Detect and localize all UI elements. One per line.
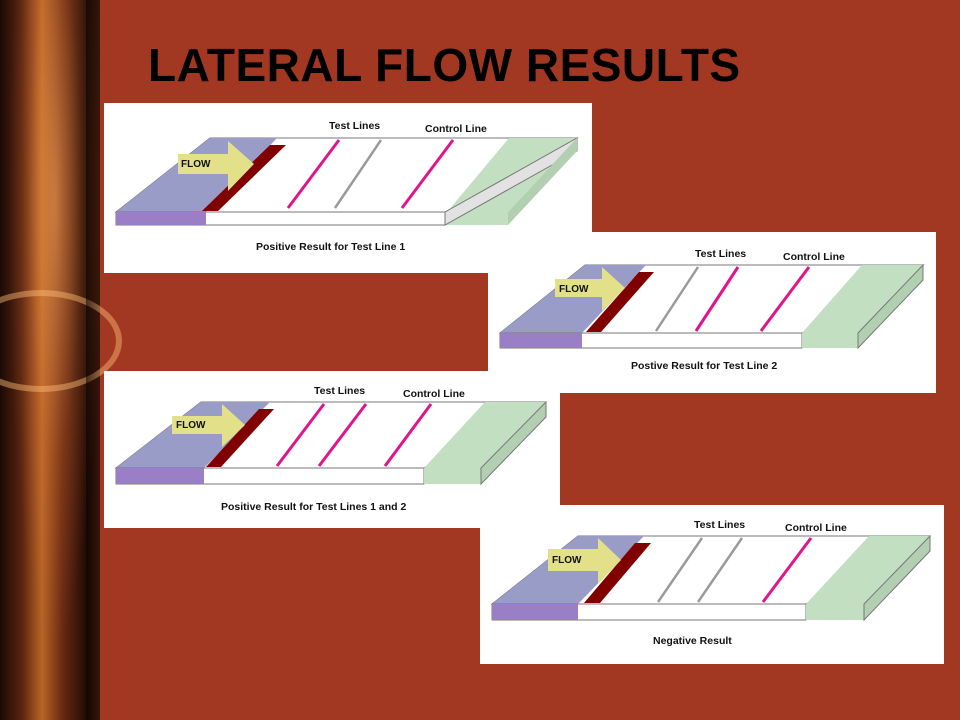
strip-panel-4: FLOW Test Lines Control Line Negative Re… — [480, 505, 944, 664]
result-caption: Positive Result for Test Line 1 — [256, 241, 406, 253]
sample-pad-front — [116, 468, 204, 484]
flow-arrow-icon — [172, 404, 245, 447]
strip-line-2 — [333, 139, 383, 209]
conjugate-pad — [202, 145, 286, 211]
strip-line-2 — [694, 266, 740, 332]
control-line-label: Control Line — [425, 123, 487, 135]
absorbent-pad-side — [508, 138, 577, 225]
flow-arrow-icon — [178, 141, 254, 191]
decorative-glass-rim — [0, 290, 122, 392]
conjugate-pad — [206, 409, 274, 467]
decorative-side-edge — [86, 0, 100, 720]
sample-pad-front — [492, 604, 578, 620]
absorbent-pad — [806, 536, 930, 604]
strip-panel-3: FLOW Test Lines Control Line Positive Re… — [104, 371, 560, 528]
strip-line-1 — [654, 266, 700, 332]
strip-line-3 — [761, 537, 813, 603]
control-line-label: Control Line — [403, 388, 465, 400]
flow-label: FLOW — [181, 159, 211, 170]
control-line-label: Control Line — [783, 251, 845, 263]
flow-label: FLOW — [176, 420, 206, 431]
strip-line-2 — [317, 403, 368, 467]
absorbent-pad — [802, 265, 923, 333]
absorbent-pad-front — [802, 333, 858, 348]
test-lines-label: Test Lines — [694, 519, 746, 531]
test-strip-1 — [114, 137, 579, 226]
absorbent-pad-front — [424, 468, 481, 484]
sample-pad-front — [116, 212, 206, 225]
strip-line-3 — [400, 139, 455, 209]
strip-panel-2: FLOW Test Lines Control Line Postive Res… — [488, 232, 936, 393]
strip-side-face — [857, 263, 924, 350]
strip-line-3 — [383, 403, 433, 467]
conjugate-pad — [586, 272, 654, 332]
flow-arrow-icon — [555, 267, 625, 311]
absorbent-pad-front — [806, 604, 864, 620]
result-caption: Negative Result — [653, 635, 732, 647]
strip-line-1 — [656, 537, 704, 603]
strip-side-face — [480, 400, 547, 486]
result-caption: Postive Result for Test Line 2 — [631, 360, 778, 372]
strip-line-1 — [286, 139, 341, 209]
strip-line-2 — [696, 537, 744, 603]
sample-pad-front — [500, 333, 582, 348]
absorbent-pad — [424, 402, 546, 468]
test-strip-4 — [490, 534, 931, 622]
slide-title: LATERAL FLOW RESULTS — [148, 39, 741, 91]
result-caption: Positive Result for Test Lines 1 and 2 — [221, 501, 407, 513]
control-line-label: Control Line — [785, 522, 847, 534]
test-strip-2 — [498, 263, 925, 350]
strip-side-face — [863, 534, 931, 622]
strip-line-1 — [275, 403, 326, 467]
strip-line-3 — [759, 266, 811, 332]
flow-label: FLOW — [552, 555, 582, 566]
flow-label: FLOW — [559, 284, 589, 295]
test-lines-label: Test Lines — [695, 248, 747, 260]
conjugate-pad — [584, 543, 651, 603]
test-lines-label: Test Lines — [314, 385, 366, 397]
flow-arrow-icon — [548, 538, 621, 584]
test-lines-label: Test Lines — [329, 120, 381, 132]
test-strip-3 — [114, 400, 547, 486]
